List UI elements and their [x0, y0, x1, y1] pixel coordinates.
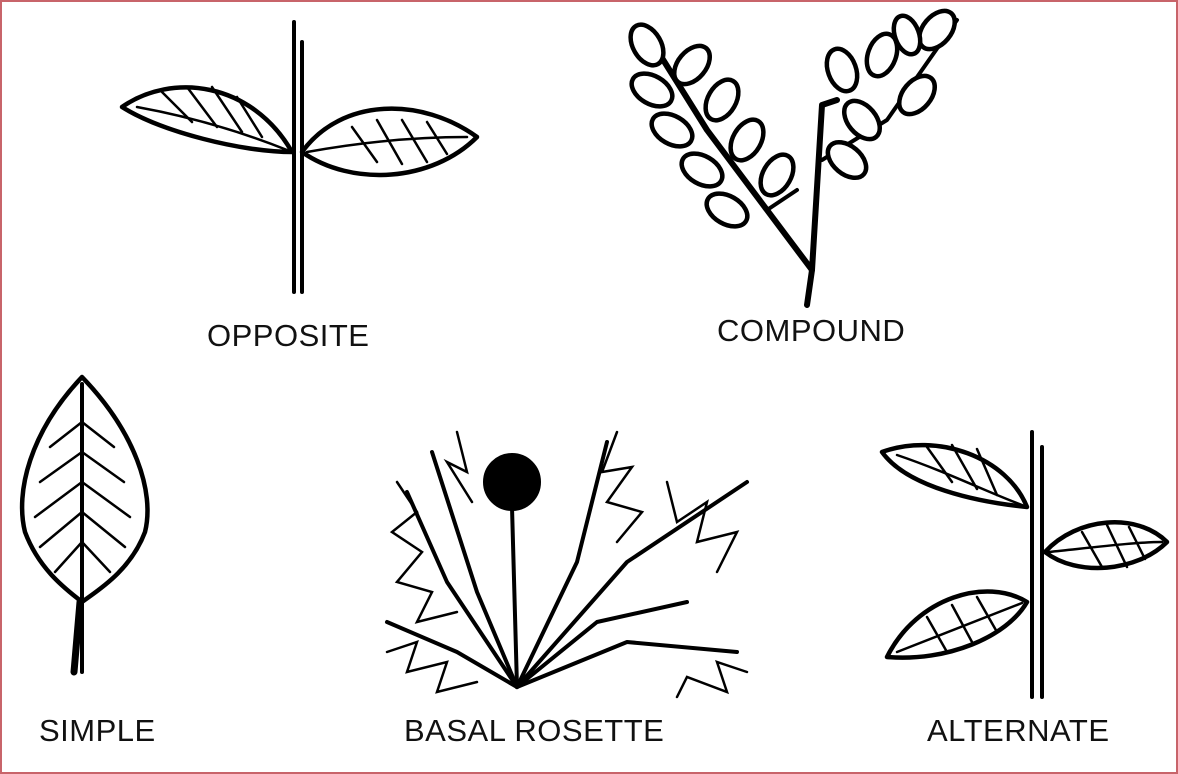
label-basal-rosette: BASAL ROSETTE [404, 715, 664, 746]
basal-rosette-illustration [377, 422, 767, 702]
label-opposite: OPPOSITE [207, 320, 369, 351]
label-alternate: ALTERNATE [927, 715, 1110, 746]
label-compound: COMPOUND [717, 315, 905, 346]
alternate-leaf-illustration [867, 427, 1172, 702]
compound-leaf-illustration [617, 10, 977, 310]
opposite-leaf-illustration [102, 12, 492, 302]
label-simple: SIMPLE [39, 715, 156, 746]
simple-leaf-illustration [10, 372, 160, 692]
